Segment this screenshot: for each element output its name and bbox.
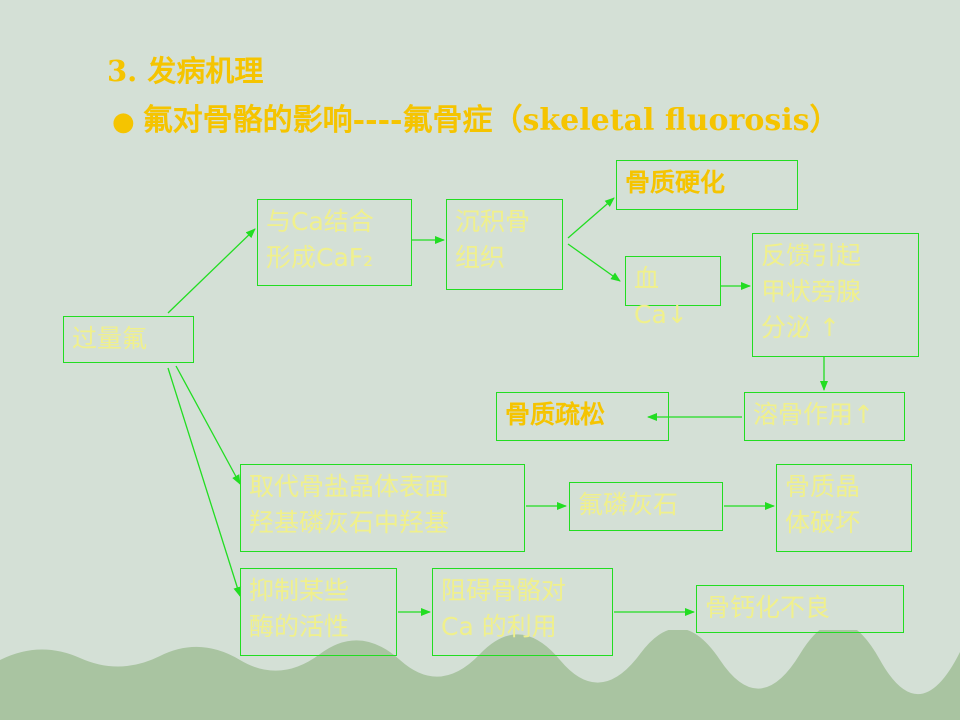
box-hinder: 阻碍骨骼对 Ca 的利用	[432, 568, 613, 656]
box-poor-calcification: 骨钙化不良	[696, 585, 904, 633]
box-osteoporosis: 骨质疏松	[496, 392, 669, 441]
box-feedback: 反馈引起 甲状旁腺 分泌 ↑	[752, 233, 919, 357]
box-inhibit: 抑制某些 酶的活性	[240, 568, 397, 656]
arrow-deposit-to-hardening	[567, 197, 615, 239]
box-replace: 取代骨盐晶体表面 羟基磷灰石中羟基	[240, 464, 525, 552]
box-fluorapatite: 氟磷灰石	[569, 482, 723, 531]
arrow-fluoride-to-replace	[175, 365, 241, 485]
arrow-fluoride-to-cabind	[167, 228, 256, 314]
box-osteolysis: 溶骨作用↑	[744, 392, 905, 441]
section-title: 3. 发病机理	[107, 54, 264, 88]
arrow-deposit-to-bloodca	[567, 243, 621, 282]
box-crystal-damage: 骨质晶 体破坏	[776, 464, 912, 552]
subtitle: ●氟对骨骼的影响----氟骨症（skeletal fluorosis）	[112, 95, 840, 139]
box-hardening: 骨质硬化	[616, 160, 798, 210]
box-deposit: 沉积骨 组织	[446, 199, 563, 290]
arrow-fluoride-to-inhibit	[167, 367, 242, 597]
box-ca-bind: 与Ca结合 形成CaF₂	[257, 199, 412, 286]
bullet-icon: ●	[112, 107, 135, 137]
wave-band	[0, 630, 960, 720]
subtitle-text: 氟对骨骼的影响----氟骨症（skeletal fluorosis）	[142, 103, 840, 138]
box-excess-fluoride: 过量氟	[63, 316, 194, 363]
box-blood-ca: 血Ca↓	[625, 256, 721, 329]
wave-decoration	[0, 630, 960, 720]
